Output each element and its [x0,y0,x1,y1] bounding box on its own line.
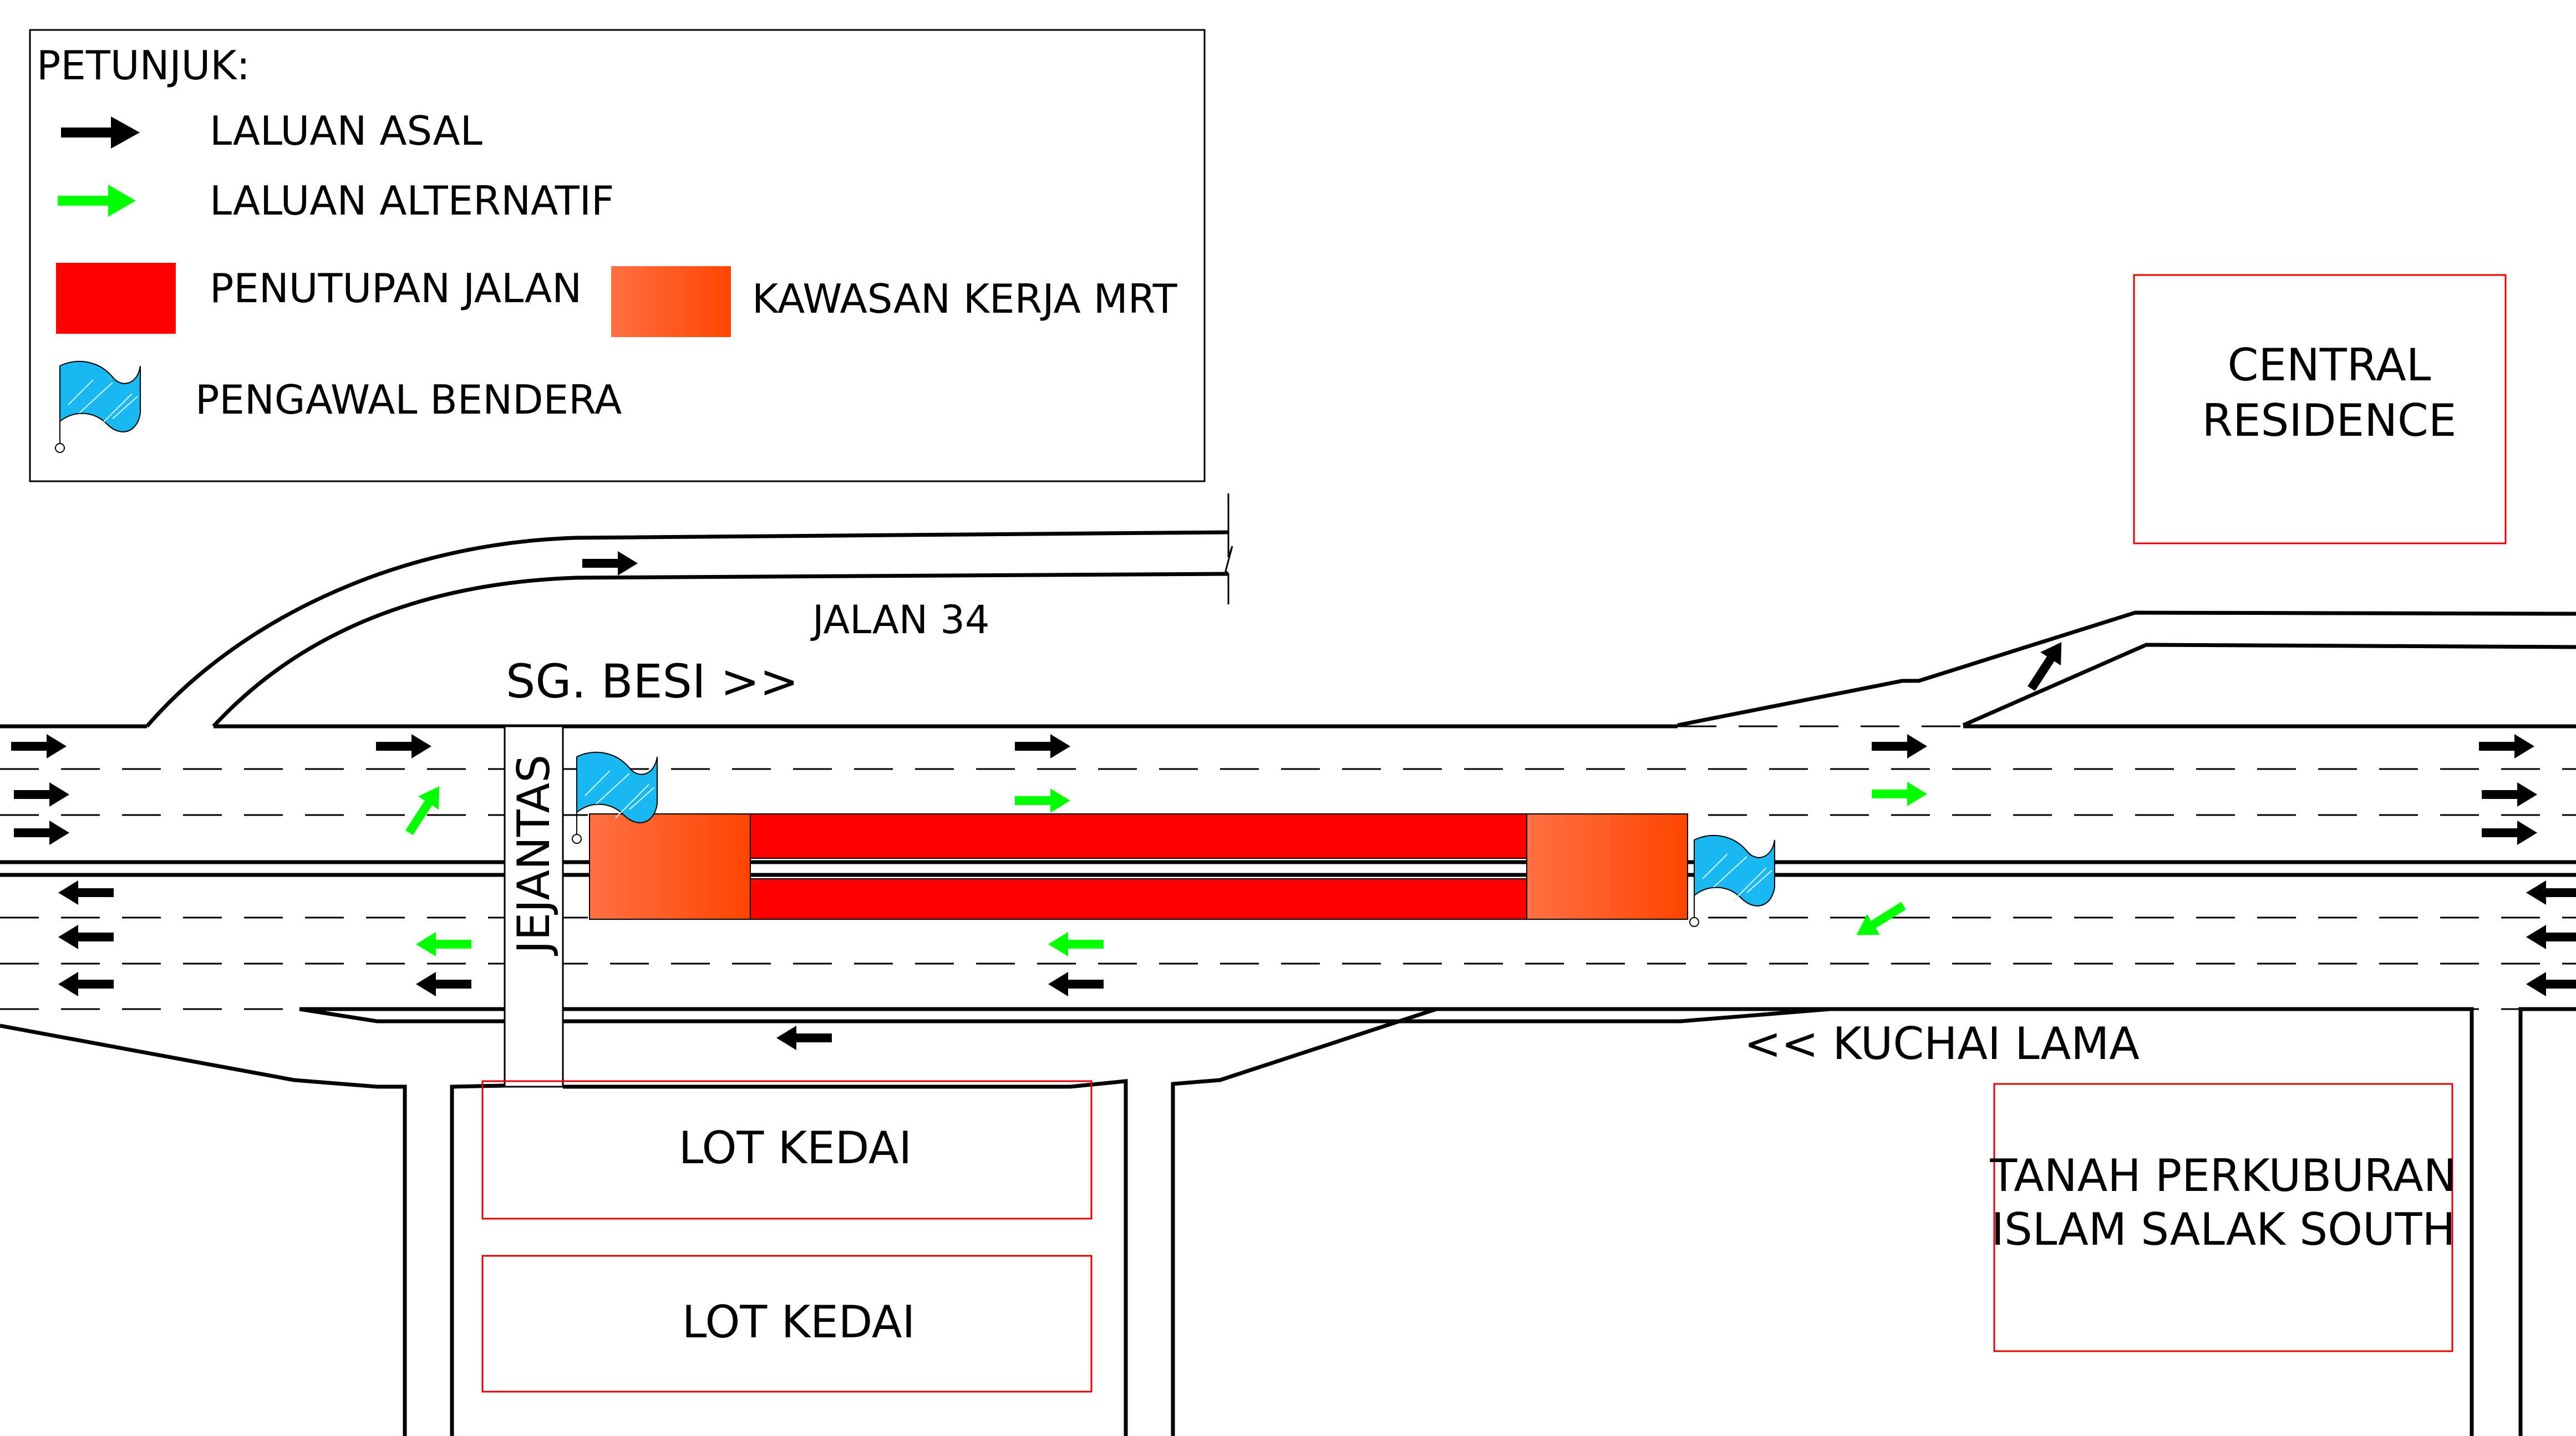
original-route-arrow-icon [58,925,114,949]
jalan-34-ramp: JALAN 34 [145,493,1233,728]
legend-item-road-closure: PENUTUPAN JALAN [56,263,582,334]
original-route-arrow-icon [2526,880,2576,905]
sg-besi-direction-label: SG. BESI >> [506,654,799,709]
legend-title: PETUNJUK: [37,42,250,89]
central-residence-line2: RESIDENCE [2202,395,2457,446]
legend-label-mrt-work-area: KAWASAN KERJA MRT [752,276,1178,322]
building-lot-kedai-1: LOT KEDAI [481,1080,1093,1220]
alternative-route-arrow-icon [1856,902,1906,935]
original-route-arrow-icon [2526,925,2576,949]
original-route-arrow-icon [1015,734,1070,758]
mrt-work-area-swatch [611,266,731,337]
building-lot-kedai-2: LOT KEDAI [481,1255,1093,1393]
flagman-flag-icon [1689,834,1775,927]
mrt-work-area-east [1526,813,1688,920]
alternative-route-arrow-icon [405,786,440,836]
legend-item-flagman: PENGAWAL BENDERA [55,360,622,453]
legend-label-road-closure: PENUTUPAN JALAN [210,265,582,312]
alternative-route-arrow-icon [1872,782,1927,806]
jalan-34-label: JALAN 34 [810,597,989,643]
original-route-arrow-icon [11,734,67,758]
original-route-arrow-icon [2479,734,2534,758]
road-closure-south [750,878,1527,920]
original-route-arrow-icon [1048,972,1104,996]
original-route-arrow-icon [416,972,471,996]
original-route-arrow-icon [2028,642,2062,691]
cemetery-line1: TANAH PERKUBURAN [1989,1150,2456,1201]
original-route-arrow-icon [1872,734,1927,758]
cemetery-line2: ISLAM SALAK SOUTH [1991,1204,2455,1255]
legend-label-alternative-route: LALUAN ALTERNATIF [210,177,614,224]
jejantas-label: JEJANTAS [508,755,560,956]
black-arrow-icon [61,116,140,149]
original-route-arrow-icon [58,972,114,996]
legend-label-flagman: PENGAWAL BENDERA [195,376,622,423]
building-cemetery: TANAH PERKUBURAN ISLAM SALAK SOUTH [1989,1083,2457,1352]
legend-item-alternative-route: LALUAN ALTERNATIF [58,177,614,224]
green-arrow-icon [58,185,136,217]
work-zone [589,813,1688,920]
road-closure-swatch [56,263,176,334]
lot-kedai-2-label: LOT KEDAI [682,1296,916,1348]
mrt-work-area-west [589,813,751,920]
lot-kedai-1-label: LOT KEDAI [679,1122,912,1174]
original-route-arrow-icon [58,880,114,905]
alternative-route-arrow-icon [1015,788,1070,813]
main-road [0,724,2576,1023]
original-route-arrow-icon [14,821,69,845]
legend-item-mrt-work-area: KAWASAN KERJA MRT [611,266,1178,337]
alternative-route-arrow-icon [1048,932,1104,956]
building-central-residence: CENTRAL RESIDENCE [2133,274,2507,544]
route-arrows [11,551,2576,1050]
original-route-arrow-icon [14,782,69,807]
original-route-arrow-icon [776,1026,832,1050]
central-residence-line1: CENTRAL [2228,339,2431,391]
legend-label-original-route: LALUAN ASAL [210,108,482,154]
original-route-arrow-icon [2482,821,2537,845]
original-route-arrow-icon [2482,782,2537,807]
original-route-arrow-icon [582,551,638,576]
jejantas-bridge: JEJANTAS [504,725,564,1088]
original-route-arrow-icon [376,734,431,758]
service-road: << KUCHAI LAMA [0,1007,2576,1436]
alternative-route-arrow-icon [416,932,471,956]
kuchai-lama-direction-label: << KUCHAI LAMA [1744,1018,2140,1070]
right-ramp [1677,610,2576,727]
legend-item-original-route: LALUAN ASAL [61,108,482,154]
road-closure-north [750,813,1527,859]
legend-box: PETUNJUK: LALUAN ASAL LALUAN ALTERNATIF … [29,29,1206,482]
original-route-arrow-icon [2526,972,2576,996]
